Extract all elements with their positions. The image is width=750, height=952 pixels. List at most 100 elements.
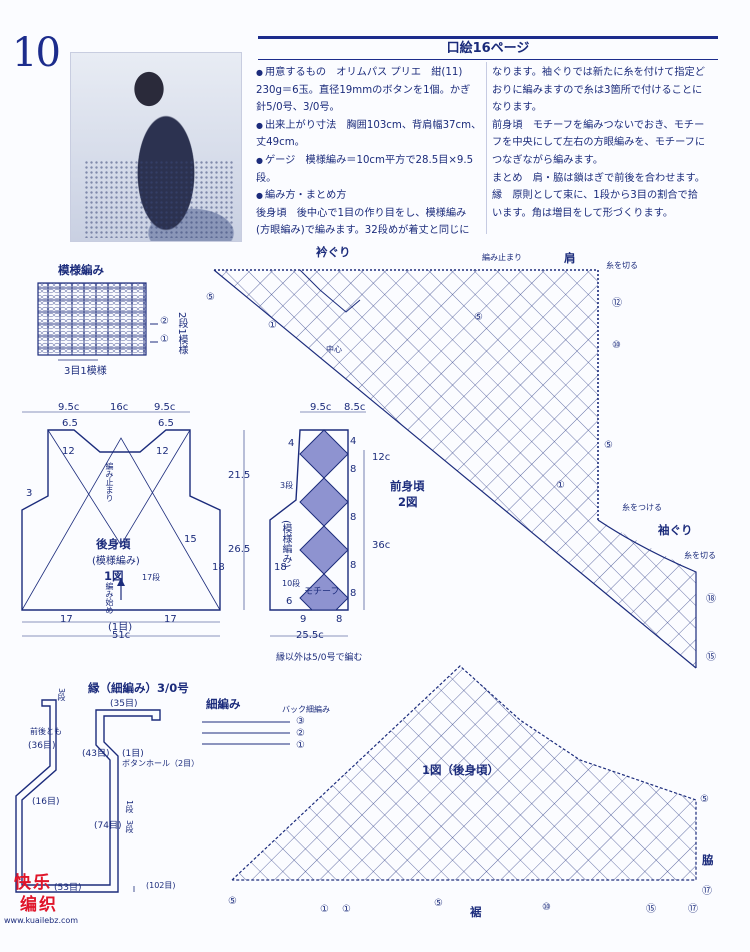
stitch-count-label: 8 bbox=[336, 614, 343, 625]
row-count-label: 3段 bbox=[125, 820, 134, 834]
row-marker: ① bbox=[268, 320, 277, 331]
page-number: 10 bbox=[12, 30, 61, 76]
row-count-label: 3段 bbox=[57, 688, 66, 702]
page-title: 口絵16ページ bbox=[258, 36, 718, 60]
height-label: 26.5 bbox=[228, 544, 251, 555]
stitch-count-label: (16目) bbox=[32, 797, 60, 807]
side-label: 脇 bbox=[702, 853, 714, 867]
back-title: 後身頃 bbox=[96, 537, 131, 551]
stitch-count-label: 9 bbox=[300, 614, 307, 625]
instruction-line: おりに編みますので糸は3箇所で付けることに bbox=[492, 84, 703, 96]
model-photo-skirt-pattern bbox=[84, 160, 234, 238]
dimension-label: 16c bbox=[110, 402, 129, 413]
row-marker: ① bbox=[556, 480, 565, 491]
dimension-label: 9.5c bbox=[58, 402, 80, 413]
stitch-count-label: (35目) bbox=[110, 699, 138, 709]
row-marker: ⑮ bbox=[706, 652, 716, 663]
cut-yarn-label: 糸を切る bbox=[606, 261, 638, 270]
stitch-count-label: (53目) bbox=[54, 883, 82, 893]
stitch-count-label: (102目) bbox=[146, 881, 176, 890]
instruction-line: なります。袖ぐりでは新たに糸を付けて指定ど bbox=[492, 67, 705, 78]
logo-url: www.kuailebz.com bbox=[4, 916, 79, 925]
stitch-count-label: 8 bbox=[350, 588, 357, 599]
row-count-label: 3段 bbox=[280, 481, 294, 490]
stitch-count-label: 18 bbox=[274, 562, 287, 573]
edge-schematic bbox=[15, 699, 161, 893]
row-count-label: 1段 bbox=[125, 800, 134, 814]
instructions-column-2: なります。袖ぐりでは新たに糸を付けて指定ど おりに編みますので糸は3箇所で付ける… bbox=[492, 64, 724, 222]
stop-label: 編み止まり bbox=[482, 253, 522, 262]
dimension-label: 8.5c bbox=[344, 402, 366, 413]
front-title: 前身頃 bbox=[390, 479, 425, 493]
edge-note: 前後とも bbox=[30, 727, 62, 736]
stitch-count-label: 8 bbox=[350, 512, 357, 523]
column-divider bbox=[486, 62, 487, 234]
instructions-column-1: 用意するもの オリムパス プリエ 紺(11) 230g＝6玉。直径19mmのボタ… bbox=[256, 64, 484, 240]
row-count-label: 18 bbox=[212, 562, 225, 573]
stitch-count-label: (43目) bbox=[82, 749, 110, 759]
cut-yarn-label: 糸を切る bbox=[684, 551, 716, 560]
back-subtitle: (模様編み) bbox=[92, 556, 140, 567]
front-body-schematic bbox=[243, 411, 366, 637]
row-count-label: 12 bbox=[62, 446, 75, 457]
row-marker: ⑫ bbox=[612, 298, 622, 309]
armhole-label: 袖ぐり bbox=[658, 523, 693, 537]
height-label: 36c bbox=[372, 540, 391, 551]
start-stitch-label: (1目) bbox=[108, 622, 133, 633]
width-label: 25.5c bbox=[296, 630, 324, 641]
row-marker: ⑩ bbox=[542, 902, 551, 913]
back-stitch-label: バック細編み bbox=[282, 705, 330, 714]
row-count-label: 12 bbox=[156, 446, 169, 457]
row-marker: ① bbox=[342, 904, 351, 915]
back-diagram-title: 1図（後身頃） bbox=[422, 763, 500, 777]
instruction-line: 後身頃 後中心で1目の作り目をし、模様編み bbox=[256, 207, 467, 219]
row-count-label: 3 bbox=[26, 488, 33, 499]
row-marker: ① bbox=[296, 740, 305, 751]
instruction-line: 編み方・まとめ方 bbox=[256, 187, 484, 205]
motif-label: モチーフ bbox=[304, 587, 340, 597]
stitch-count-label: (74目) bbox=[94, 821, 122, 831]
hosoami-title: 細編み bbox=[206, 697, 241, 711]
stitch-count-label: (36目) bbox=[28, 741, 56, 751]
stitch-count-label: 8 bbox=[350, 464, 357, 475]
instruction-line: 縁 原則として束に、1段から3目の割合で拾 bbox=[492, 190, 698, 202]
row-count-label: 17段 bbox=[142, 573, 161, 582]
logo-line-1: 快乐 bbox=[14, 873, 52, 893]
row-marker: ① bbox=[320, 904, 329, 915]
hosoami-chart bbox=[202, 721, 290, 745]
edge-title: 縁（細編み）3/0号 bbox=[88, 681, 189, 695]
row-count-label: 6.5 bbox=[158, 418, 174, 429]
shoulder-label: 肩 bbox=[564, 251, 576, 265]
pattern-repeat-label: 3目1模様 bbox=[64, 366, 107, 377]
instruction-line: フを中央にして左右の方眼編みを、モチーフに bbox=[492, 137, 706, 149]
row-marker: ⑤ bbox=[700, 794, 709, 805]
instruction-line: まとめ 肩・脇は鎖はぎで前後を合わせます。 bbox=[492, 172, 705, 184]
row-marker: ⑰ bbox=[702, 886, 712, 897]
instruction-line: なります。 bbox=[492, 102, 542, 114]
row-marker: ① bbox=[160, 334, 169, 345]
width-label: 51c bbox=[112, 630, 131, 641]
row-count-label: 4 bbox=[350, 436, 357, 447]
row-marker: ⑤ bbox=[434, 898, 443, 909]
instruction-line: ゲージ 模様編み＝10cm平方で28.5目×9.5段。 bbox=[256, 152, 484, 187]
dimension-label: 9.5c bbox=[310, 402, 332, 413]
row-marker: ⑤ bbox=[604, 440, 613, 451]
logo-line-2: 编织 bbox=[20, 895, 58, 915]
row-marker: ⑱ bbox=[706, 594, 716, 605]
center-label: 中心 bbox=[326, 345, 342, 354]
attach-yarn-label: 糸をつける bbox=[622, 503, 662, 512]
instruction-line: 針5/0号、3/0号。 bbox=[256, 102, 340, 114]
instruction-line: います。角は増目をして形づくります。 bbox=[492, 207, 674, 219]
front-subtitle: (模様編み) bbox=[280, 520, 291, 568]
dimension-label: 9.5c bbox=[154, 402, 176, 413]
row-count-label: 4 bbox=[288, 438, 295, 449]
stitch-count-label: 6 bbox=[286, 596, 293, 607]
stitch-count-label: 17 bbox=[60, 614, 73, 625]
row-marker: ⑤ bbox=[206, 292, 215, 303]
row-marker: ② bbox=[296, 728, 305, 739]
instruction-line: 丈49cm。 bbox=[256, 137, 305, 149]
instruction-line: 前身頃 モチーフを編みつないでおき、モチー bbox=[492, 119, 705, 131]
row-marker: ⑤ bbox=[228, 896, 237, 907]
instruction-line: 出来上がり寸法 胸囲103cm、背肩幅37cm、 bbox=[256, 117, 484, 135]
